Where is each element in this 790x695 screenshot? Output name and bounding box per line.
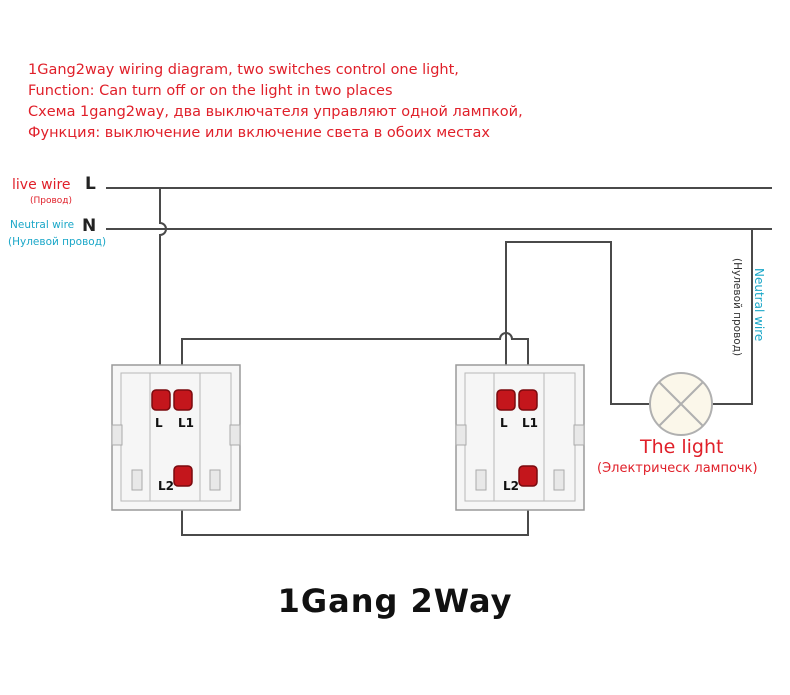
- diagram-description: 1Gang2way wiring diagram, two switches c…: [28, 60, 523, 144]
- light-subtitle: (Электрическ лампочк): [597, 461, 758, 476]
- switch-left: L L1 L2: [111, 364, 241, 511]
- live-wire-sublabel: (Провод): [30, 196, 73, 206]
- terminal-label-l-right: L: [500, 416, 508, 430]
- terminal-label-l1-left: L1: [178, 416, 194, 430]
- neutral-to-lamp-wire: [712, 229, 753, 405]
- terminal-l-left: [151, 389, 171, 411]
- neutral-wire-letter: N: [82, 216, 97, 236]
- vertical-neutral-label-ru: (Нулевой провод): [731, 258, 743, 357]
- terminal-l-right: [496, 389, 516, 411]
- description-line-1: 1Gang2way wiring diagram, two switches c…: [28, 62, 459, 78]
- terminal-label-l2-left: L2: [158, 479, 174, 493]
- traveller-l1-wire: [181, 332, 529, 395]
- neutral-wire-sublabel: (Нулевой провод): [8, 236, 107, 248]
- description-line-3: Схема 1gang2way, два выключателя управля…: [28, 104, 523, 120]
- live-wire-label: live wire: [12, 177, 71, 193]
- description-line-4: Функция: выключение или включение света …: [28, 125, 490, 141]
- terminal-l1-left: [173, 389, 193, 411]
- terminal-l2-right: [518, 465, 538, 487]
- terminal-l1-right: [518, 389, 538, 411]
- neutral-wire-label: Neutral wire: [10, 219, 75, 231]
- switch-right: L L1 L2: [455, 364, 585, 511]
- vertical-neutral-label-en: Neutral wire: [752, 268, 766, 342]
- switch-to-lamp-wire: [505, 241, 650, 405]
- live-drop-wire: [159, 188, 167, 395]
- terminal-label-l1-right: L1: [522, 416, 538, 430]
- lamp-icon: [649, 372, 713, 436]
- terminal-label-l-left: L: [155, 416, 163, 430]
- live-wire-letter: L: [85, 174, 96, 194]
- description-line-2: Function: Can turn off or on the light i…: [28, 83, 393, 99]
- terminal-label-l2-right: L2: [503, 479, 519, 493]
- light-title: The light: [640, 436, 724, 458]
- diagram-footer-title: 1Gang 2Way: [277, 582, 513, 620]
- terminal-l2-left: [173, 465, 193, 487]
